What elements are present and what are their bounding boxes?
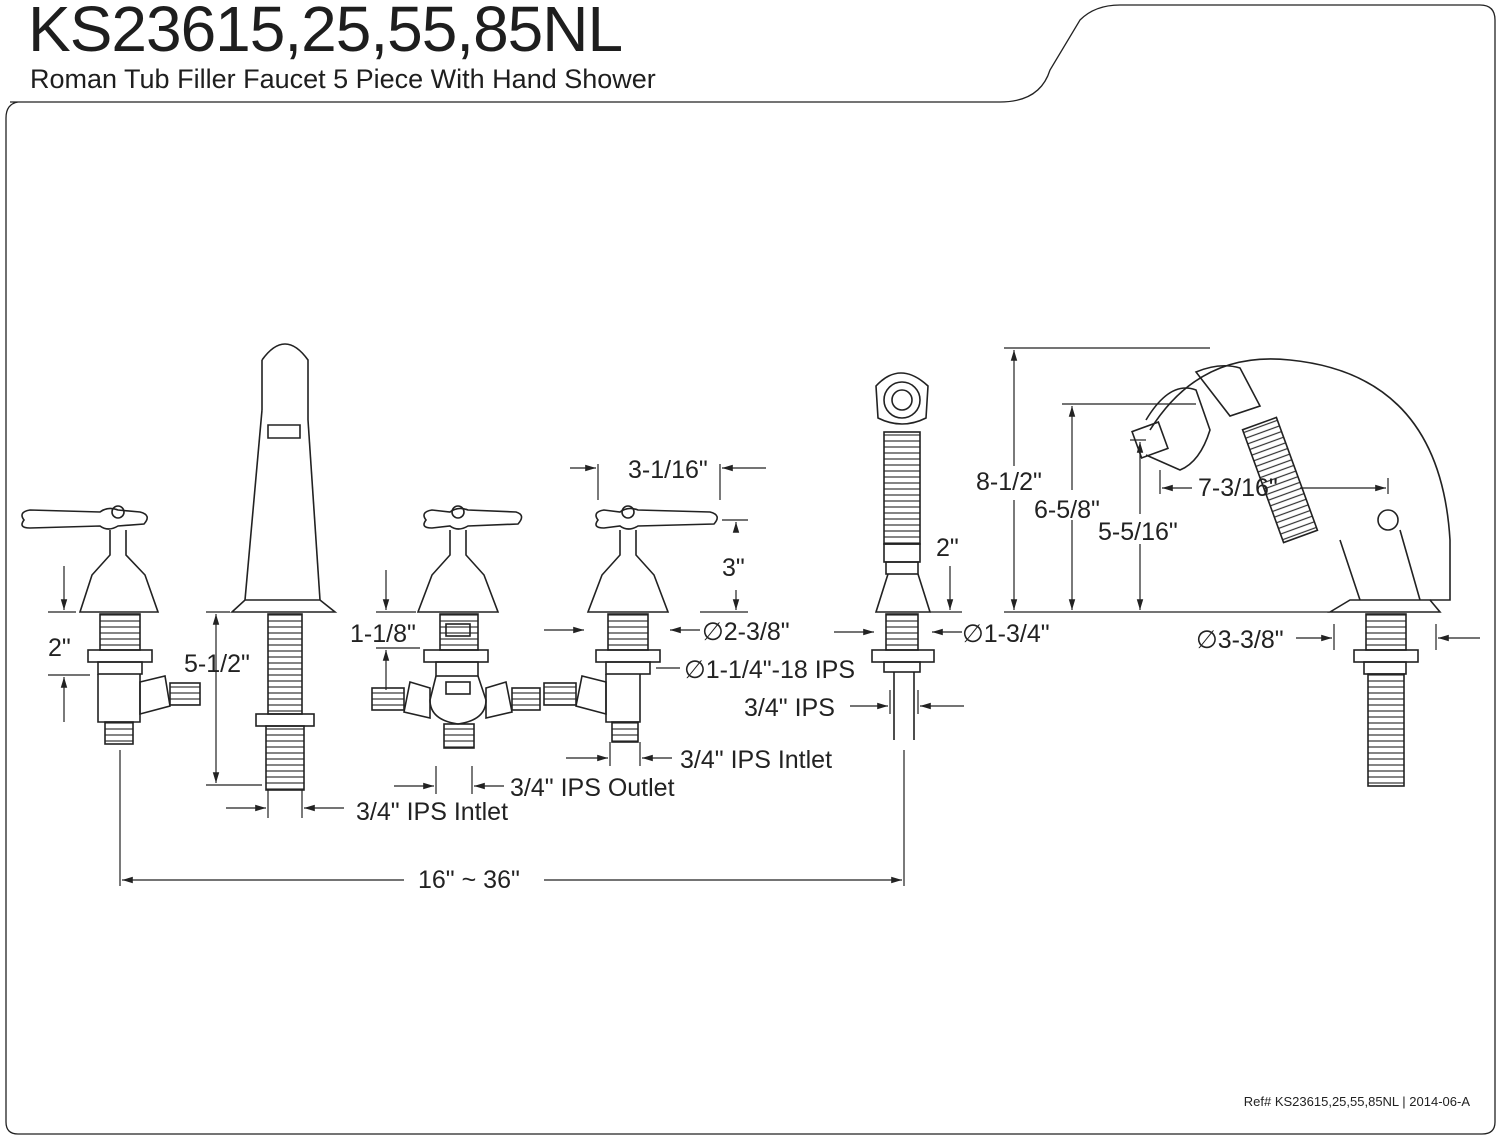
- dim-left-handle-height: 2": [48, 634, 71, 662]
- dim-shower-flange-diameter: ∅1-3/4": [962, 620, 1050, 648]
- spout-side-view: [1131, 358, 1451, 787]
- dim-handle-spacing: 3-1/16": [628, 456, 708, 484]
- dim-spout-reach: 7-3/16": [1198, 474, 1278, 502]
- dim-handle-height: 3": [722, 554, 745, 582]
- hand-shower: [871, 372, 935, 740]
- dim-spout-inlet: 3/4" IPS Intlet: [356, 798, 508, 826]
- dim-spout-total-height: 8-1/2": [976, 468, 1042, 496]
- reference-note: Ref# KS23615,25,55,85NL | 2014-06-A: [1243, 1094, 1470, 1109]
- diverter-valve: [371, 505, 541, 749]
- dim-handle-flange-diameter: ∅2-3/8": [702, 618, 790, 646]
- dim-overall-spread: 16" ~ 36": [418, 866, 520, 894]
- page-title: KS23615,25,55,85NL: [28, 0, 623, 65]
- dim-diverter-outlet: 3/4" IPS Outlet: [510, 774, 675, 802]
- dim-diverter-height: 1-1/8": [350, 620, 416, 648]
- dim-spout-mid-height: 6-5/8": [1034, 496, 1100, 524]
- dim-spout-outlet-height: 5-5/16": [1098, 518, 1178, 546]
- left-handle-valve: [21, 505, 201, 745]
- dim-shank-thread: ∅1-1/4"-18 IPS: [684, 656, 855, 684]
- tub-spout: [229, 343, 338, 791]
- dim-shower-hose: 3/4" IPS: [744, 694, 835, 722]
- page-subtitle: Roman Tub Filler Faucet 5 Piece With Han…: [30, 64, 656, 94]
- right-handle-valve: [543, 505, 718, 743]
- dim-shower-height: 2": [936, 534, 959, 562]
- dim-spout-base-diameter: ∅3-3/8": [1196, 626, 1284, 654]
- dim-spout-height: 5-1/2": [184, 650, 250, 678]
- dim-valve-inlet: 3/4" IPS Intlet: [680, 746, 832, 774]
- frame-border: [5, 4, 1496, 1135]
